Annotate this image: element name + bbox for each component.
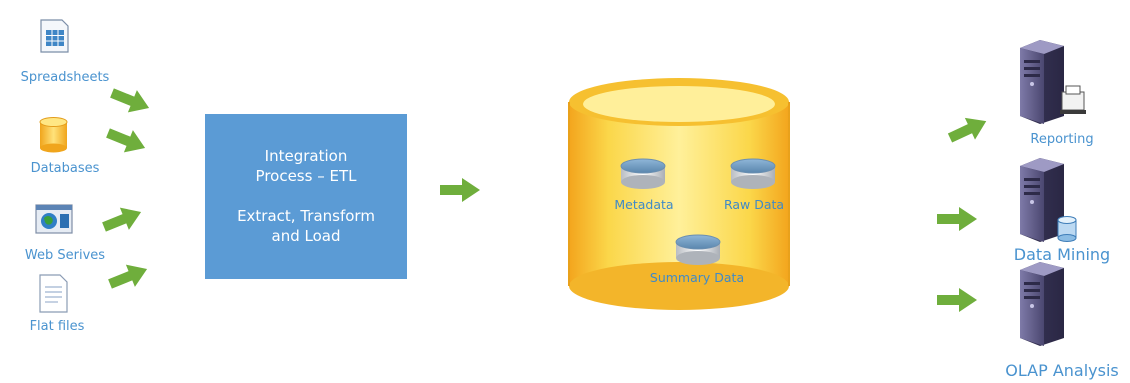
output-arrow-2 — [937, 207, 977, 231]
etl-line-3: Extract, Transform — [237, 207, 375, 225]
source-label-databases: Databases — [30, 161, 100, 176]
etl-line-4: and Load — [271, 227, 341, 245]
output-arrow-3 — [937, 288, 977, 312]
etl-process-text: Integration Process – ETL Extract, Trans… — [205, 146, 407, 246]
output-label-olap-analysis: OLAP Analysis — [1005, 361, 1119, 380]
source-arrow-1 — [107, 81, 154, 120]
source-label-web-services: Web Serives — [24, 248, 106, 263]
metadata-disk-icon — [620, 158, 666, 189]
web-service-icon — [35, 204, 73, 234]
spreadsheet-icon — [40, 19, 69, 53]
raw-data-label: Raw Data — [723, 197, 785, 212]
source-arrow-3 — [99, 200, 146, 239]
output-arrow-1 — [944, 110, 992, 149]
etl-to-warehouse-arrow — [440, 178, 480, 202]
raw-data-disk-icon — [730, 158, 776, 189]
database-icon — [39, 117, 68, 153]
source-label-flat-files: Flat files — [29, 319, 85, 334]
source-label-spreadsheets: Spreadsheets — [20, 70, 110, 85]
etl-line-2: Process – ETL — [255, 167, 357, 185]
etl-line-1: Integration — [264, 147, 348, 165]
metadata-label: Metadata — [614, 197, 674, 212]
output-label-data-mining: Data Mining — [1013, 245, 1111, 264]
summary-data-disk-icon — [675, 234, 721, 265]
source-arrow-2 — [103, 121, 150, 160]
data-mining-server-icon — [1020, 158, 1077, 242]
output-label-reporting: Reporting — [1030, 132, 1094, 147]
flat-file-icon — [39, 274, 68, 313]
etl-process-box — [205, 114, 407, 279]
summary-data-label: Summary Data — [649, 270, 745, 285]
source-arrow-4 — [105, 257, 152, 296]
reporting-server-icon — [1020, 40, 1086, 124]
olap-server-icon — [1020, 262, 1064, 346]
